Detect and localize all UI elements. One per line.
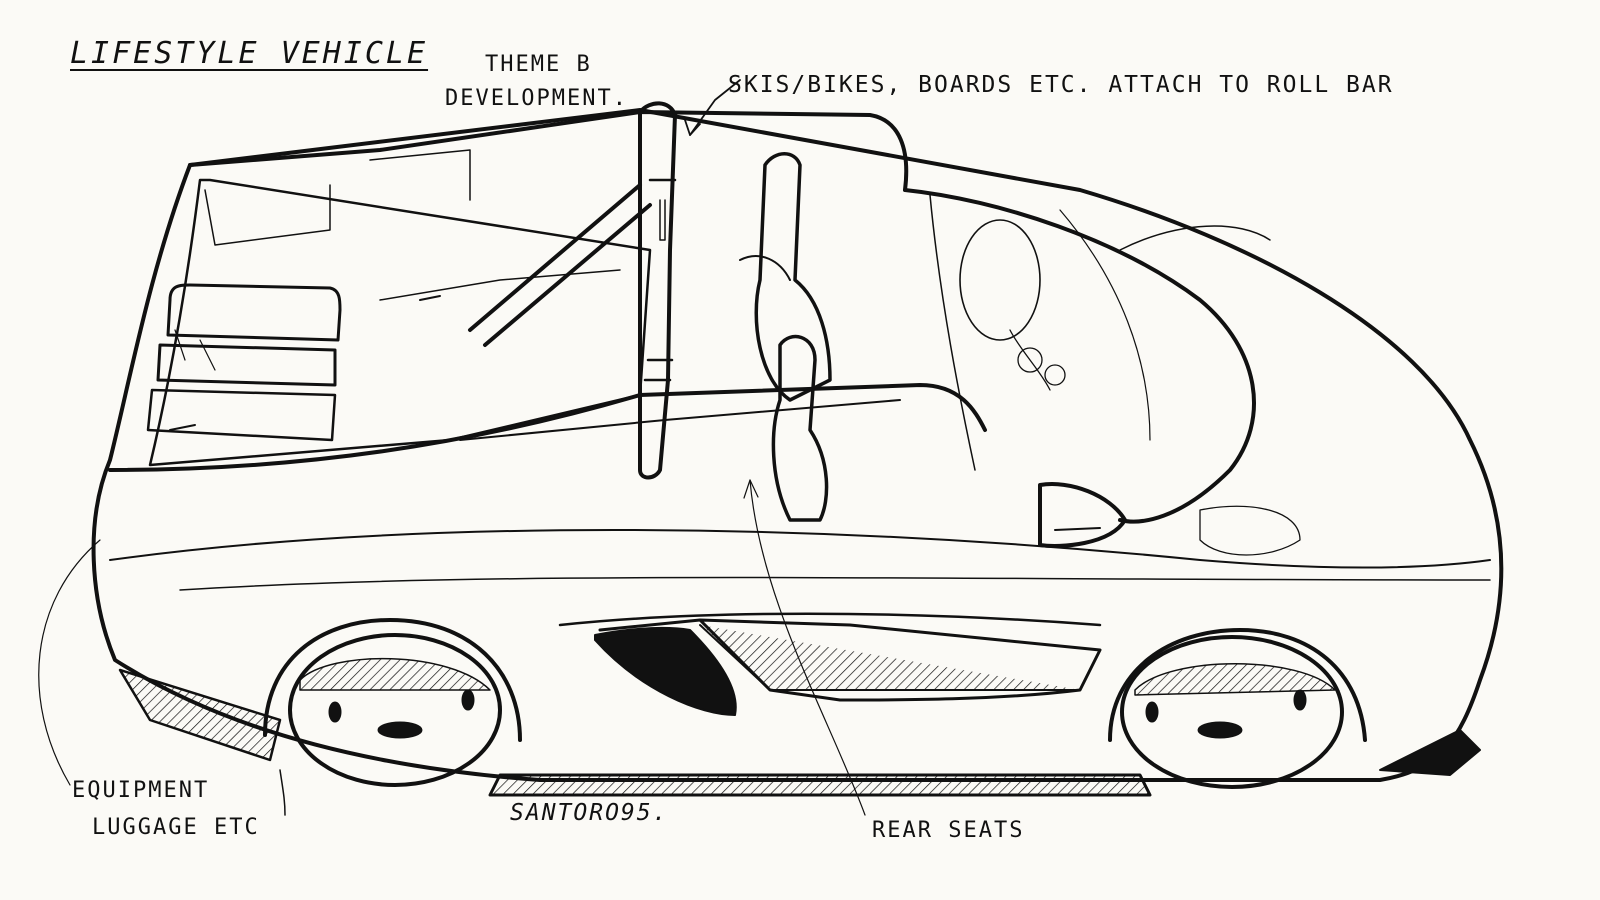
rocker-panel [488, 773, 1152, 797]
leader-skis [689, 79, 741, 136]
title-text: LIFESTYLE VEHICLE [70, 36, 429, 71]
skis-callout: SKIS/BIKES, BOARDS ETC. ATTACH TO ROLL B… [728, 72, 1394, 98]
front-seat [754, 152, 832, 402]
luggage-box-top [166, 283, 342, 342]
roof-line [188, 110, 909, 192]
leader-rear-seats [749, 479, 866, 816]
artist-signature: SANTORO95. [510, 800, 669, 826]
roll-bar-brace [468, 183, 652, 347]
steering-wheel [959, 219, 1041, 341]
intake-black [594, 626, 737, 716]
rear-seats-callout: REAR SEATS [872, 818, 1025, 843]
sketch-title: LIFESTYLE VEHICLE [70, 36, 428, 71]
luggage-callout: LUGGAGE ETC [92, 815, 260, 840]
theme-label: THEME B [485, 52, 592, 77]
equipment-callout: EQUIPMENT [72, 778, 210, 803]
front-wheel [1108, 628, 1367, 789]
development-label: DEVELOPMENT. [445, 86, 628, 111]
luggage-box-mid [156, 343, 337, 387]
side-mirror [1038, 482, 1127, 548]
roll-bar-main [638, 101, 677, 480]
rear-wheel [263, 618, 522, 787]
lower-body-line [109, 529, 1491, 569]
windshield-line [903, 188, 1256, 524]
body-outline [91, 108, 1504, 782]
cargo-bay [148, 178, 652, 467]
rear-seat [771, 334, 829, 522]
leader-equipment [38, 539, 101, 786]
luggage-box-low [146, 388, 337, 442]
